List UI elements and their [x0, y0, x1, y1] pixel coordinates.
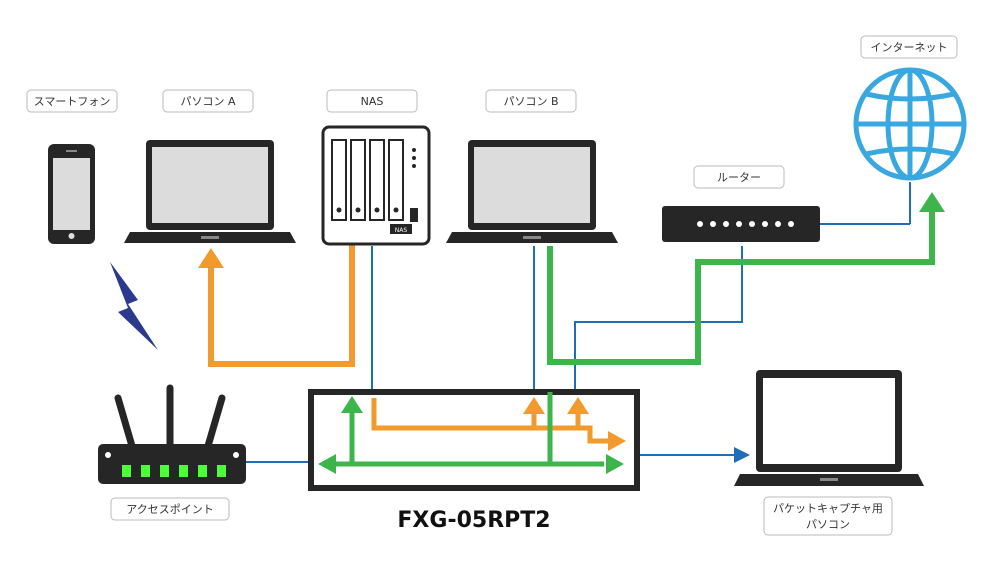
pc-b-label: パソコン B: [503, 95, 558, 108]
green-arrow-up: [341, 396, 363, 413]
smartphone-label: スマートフォン: [34, 95, 111, 108]
capture-pc-label-tag: パケットキャプチャ用 パソコン: [763, 496, 893, 536]
green-arrow-internet: [919, 192, 945, 212]
capture-pc-label-line2: パソコン: [806, 518, 850, 531]
pc-a-label: パソコン A: [180, 95, 235, 108]
access-point-icon: [98, 384, 246, 484]
nas-label: NAS: [361, 95, 384, 108]
nas-badge-text: NAS: [395, 227, 408, 234]
orange-arrow-up-1: [523, 397, 545, 414]
green-flow-switch: [334, 392, 604, 467]
access-point-label-tag: アクセスポイント: [110, 497, 230, 521]
link-router-switch: [574, 246, 743, 392]
nas-label-tag: NAS: [326, 89, 418, 113]
internet-globe-icon: [853, 67, 967, 181]
orange-arrow-right: [608, 431, 626, 451]
smartphone-label-tag: スマートフォン: [26, 89, 118, 113]
blue-links: [244, 182, 911, 463]
capture-pc-label-line1: パケットキャプチャ用: [773, 502, 883, 515]
switch-model-label: FXG-05RPT2: [397, 508, 550, 533]
router-label: ルーター: [717, 171, 761, 184]
wireless-signal-icon: [110, 262, 158, 350]
router-label-tag: ルーター: [693, 165, 785, 189]
internet-label-tag: インターネット: [860, 35, 958, 59]
pc-a-label-tag: パソコン A: [162, 89, 254, 113]
green-arrow-left: [318, 454, 336, 474]
orange-arrow-pca: [198, 248, 224, 268]
green-arrow-right: [606, 454, 624, 474]
orange-flow-nas-pca: [208, 244, 355, 367]
green-flow-pcb-internet: [547, 210, 935, 365]
pc-b-laptop-icon: [446, 140, 618, 243]
internet-label: インターネット: [871, 41, 948, 54]
pc-a-laptop-icon: [124, 140, 296, 243]
capture-pc-laptop-icon: [734, 370, 924, 486]
pc-b-label-tag: パソコン B: [485, 89, 577, 113]
smartphone-icon: [48, 144, 95, 244]
nas-icon: NAS: [321, 125, 431, 246]
capture-arrow-head: [734, 447, 750, 463]
access-point-label: アクセスポイント: [126, 503, 213, 516]
orange-arrow-up-2: [567, 397, 589, 414]
router-icon: [662, 206, 820, 242]
orange-flow-switch: [371, 398, 610, 444]
